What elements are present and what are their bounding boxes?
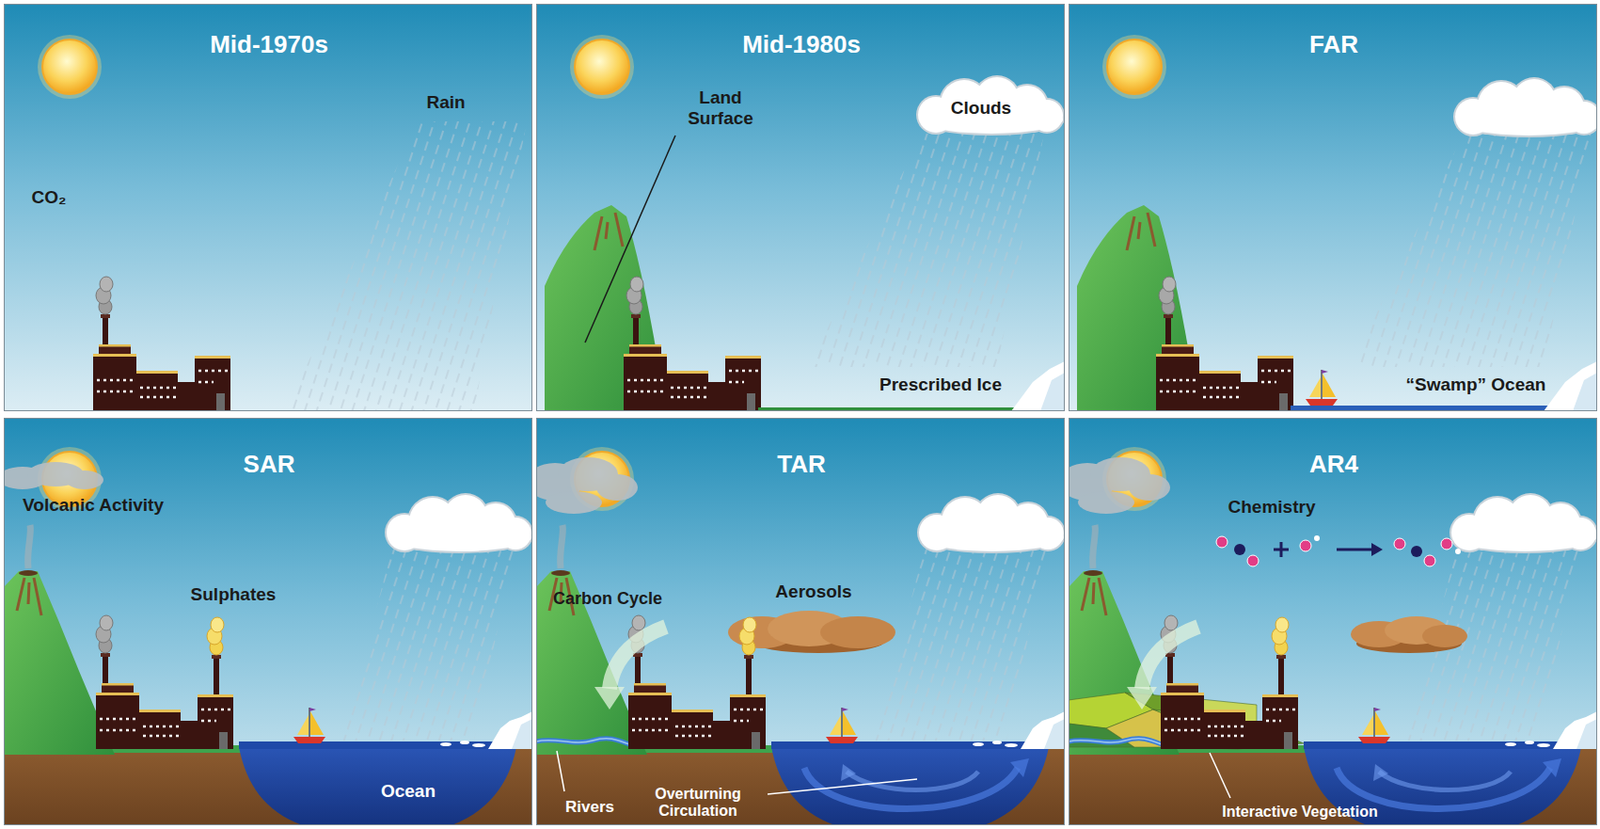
ice: [1011, 361, 1065, 412]
rivers: [1068, 738, 1167, 746]
factory: [93, 344, 231, 411]
era-scene: [3, 3, 533, 412]
component-label: Chemistry: [1228, 496, 1316, 518]
leader-line: [767, 778, 918, 794]
boat: [1358, 707, 1391, 744]
boat: [293, 707, 326, 744]
sun: [570, 34, 634, 99]
model-era-panel: TAR Carbon Cycle AerosolsRivers Overturning…: [536, 417, 1065, 825]
rivers: [536, 738, 634, 746]
cloud: [1453, 77, 1598, 138]
era-scene: [536, 3, 1065, 412]
era-heading: AR4: [1309, 450, 1359, 479]
sulphate-stack: [206, 617, 224, 695]
component-label: Carbon Cycle: [553, 588, 663, 609]
sky: [3, 3, 533, 412]
cloud: [1449, 492, 1598, 554]
chemistry-molecules: [1216, 535, 1461, 567]
cloud: [917, 492, 1065, 554]
overturning-circulation: [1336, 758, 1562, 809]
smokestack: [95, 276, 113, 354]
component-label: Prescribed Ice: [879, 374, 1002, 396]
era-scene: [3, 417, 533, 825]
model-era-panel: Mid-1980sClouds Land SurfacePrescribed Ic…: [536, 3, 1065, 412]
factory: [623, 344, 761, 411]
sulphate-stack: [1271, 617, 1289, 695]
component-label: Overturning Circulation: [632, 785, 764, 821]
rain: [874, 539, 1049, 741]
smokestack: [95, 615, 113, 693]
component-label: Interactive Vegetation: [1221, 803, 1378, 821]
leader-line: [585, 135, 676, 343]
sun: [1102, 34, 1167, 99]
component-label: CO₂: [31, 187, 67, 208]
boat: [825, 707, 858, 744]
factory: [628, 682, 766, 749]
leader-line: [1209, 752, 1231, 798]
era-heading: FAR: [1309, 31, 1359, 60]
factory: [1160, 682, 1299, 749]
leader-line: [556, 750, 565, 792]
era-scene: [536, 417, 1065, 825]
smokestack: [626, 276, 644, 354]
factory: [95, 682, 234, 749]
component-label: Land Surface: [668, 87, 773, 129]
sun: [37, 34, 102, 99]
sky: [1068, 3, 1598, 412]
era-heading: TAR: [776, 450, 826, 479]
overturning-circulation: [804, 758, 1030, 809]
volcanic-plume: [536, 457, 638, 514]
component-label: Rivers: [565, 797, 615, 817]
model-era-panel: SAR Volcanic ActivitySulphatesOcean: [3, 417, 533, 825]
rain: [285, 121, 527, 412]
cloud: [916, 75, 1065, 136]
component-label: Ocean: [380, 780, 436, 802]
model-era-panel: FAR “Swamp” Ocean: [1068, 3, 1598, 412]
era-heading: SAR: [243, 450, 296, 479]
sky: [536, 3, 1065, 412]
aerosol-cloud: [1350, 616, 1468, 653]
component-label: Rain: [426, 92, 465, 113]
cloud: [384, 492, 533, 554]
era-scene: [1068, 417, 1598, 825]
ice: [1543, 361, 1598, 412]
era-heading: Mid-1970s: [209, 31, 329, 60]
component-label: “Swamp” Ocean: [1406, 374, 1547, 396]
volcanic-plume: [1068, 457, 1171, 514]
component-label: Aerosols: [775, 581, 852, 602]
factory: [1156, 344, 1294, 411]
smokestack: [1158, 276, 1176, 354]
sulphate-stack: [739, 617, 757, 695]
model-era-panel: Mid-1970sRainCO₂: [3, 3, 533, 412]
component-label: Clouds: [950, 97, 1012, 119]
boat: [1305, 369, 1338, 406]
rain: [1350, 133, 1592, 367]
volcanic-plume: [3, 461, 104, 490]
era-heading: Mid-1980s: [742, 31, 861, 60]
component-label: Sulphates: [190, 584, 277, 605]
rain: [808, 133, 1045, 367]
era-scene: [1068, 3, 1598, 412]
rain: [342, 539, 517, 741]
model-era-panel: AR4ChemistryInteractive Vegetation: [1068, 417, 1598, 825]
component-label: Volcanic Activity: [22, 494, 164, 516]
rain: [1407, 539, 1582, 741]
